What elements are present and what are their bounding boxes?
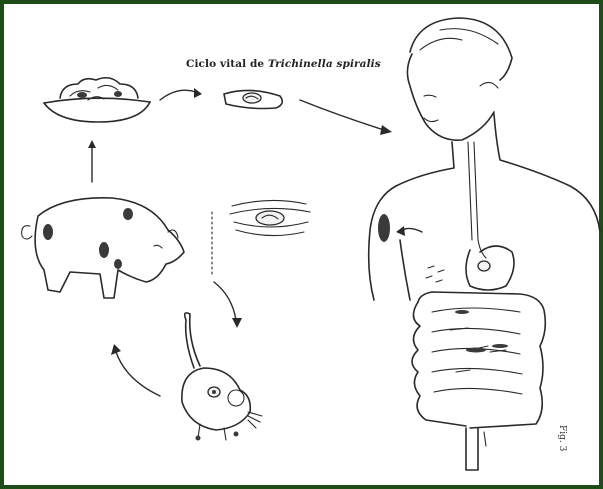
rat-host <box>182 313 262 441</box>
encysted-larva-in-muscle <box>212 200 310 274</box>
pig-host <box>22 198 184 298</box>
cycle-arrows <box>88 88 422 396</box>
encysted-larva-in-meat <box>224 90 282 108</box>
human-host <box>369 18 600 470</box>
infected-meat-dish <box>44 78 150 122</box>
figure-label: Fig. 3 <box>557 425 567 451</box>
